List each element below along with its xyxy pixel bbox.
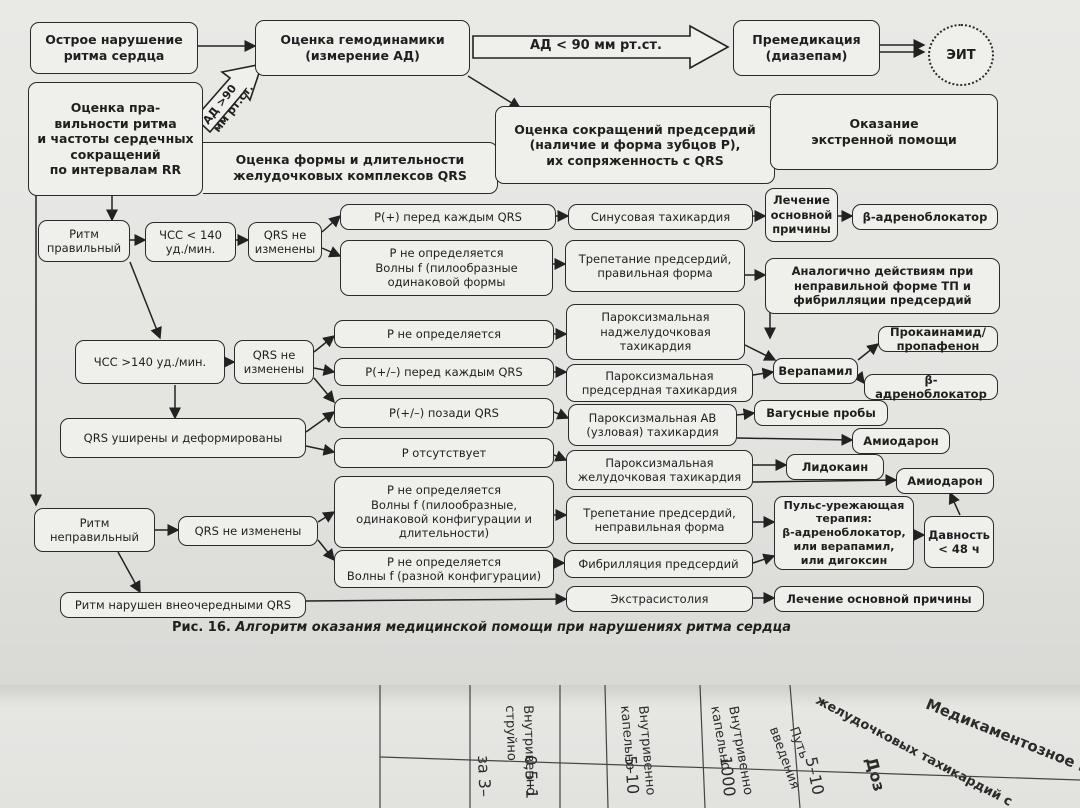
- node-treat-cause-1: Лечение основной причины: [765, 188, 838, 242]
- node-qrs-form: Оценка формы и длительности желудочковых…: [203, 142, 498, 194]
- node-sinus-tachycardia: Синусовая тахикардия: [568, 204, 753, 230]
- node-extrasystole: Экстрасистолия: [566, 586, 753, 612]
- node-af-waves: P не определяется Волны f (разной конфиг…: [334, 550, 554, 588]
- node-beta-blocker-1: β-адреноблокатор: [852, 204, 998, 230]
- node-acute-arrhythmia: Острое нарушение ритма сердца: [30, 22, 198, 74]
- node-p-plus-before-qrs: P(+) перед каждым QRS: [340, 204, 556, 230]
- node-p-undetermined-1: P не определяется: [334, 320, 554, 348]
- node-eit: ЭИТ: [928, 24, 994, 86]
- node-psvt: Пароксизмальная наджелудочковая тахикард…: [566, 304, 745, 360]
- node-procainamide: Прокаинамид/пропафенон: [878, 325, 998, 353]
- node-qrs-unchanged-3: QRS не изменены: [178, 516, 318, 546]
- diagram-page: Острое нарушение ритма сердца Оценка гем…: [0, 0, 1080, 685]
- node-p-pm-after-qrs: P(+/–) позади QRS: [334, 398, 554, 428]
- node-atrial-fibrillation: Фибрилляция предсердий: [564, 550, 753, 578]
- next-page-table: Медикаментозное купирова желудочковых та…: [0, 685, 1080, 808]
- node-vagal-maneuvers: Вагусные пробы: [754, 400, 888, 426]
- node-hemodynamics: Оценка гемодинамики (измерение АД): [255, 20, 470, 76]
- node-amiodarone-1: Амиодарон: [852, 428, 950, 454]
- node-regular-rhythm: Ритм правильный: [38, 220, 130, 262]
- node-lidocaine: Лидокаин: [786, 454, 884, 480]
- node-flutter-waves-irregular: P не определяется Волны f (пилообразные,…: [334, 476, 554, 548]
- node-duration-48h: Давность < 48 ч: [924, 516, 994, 568]
- figure-caption: Рис. 16. Алгоритм оказания медицинской п…: [172, 620, 791, 635]
- node-p-pm-before-qrs: P(+/–) перед каждым QRS: [334, 358, 554, 386]
- node-av-nodal-tachycardia: Пароксизмальная АВ (узловая) тахикардия: [568, 404, 737, 446]
- node-hr-below-140: ЧСС < 140 уд./мин.: [145, 222, 236, 262]
- next-page-table-lines: [379, 685, 1080, 808]
- node-amiodarone-2: Амиодарон: [896, 468, 994, 494]
- caption-text: Алгоритм оказания медицинской помощи при…: [235, 620, 791, 635]
- caption-label: Рис. 16.: [172, 620, 231, 635]
- node-irregular-rhythm: Ритм неправильный: [34, 508, 155, 552]
- label-bp-low: АД < 90 мм рт.ст.: [530, 38, 662, 53]
- node-premedication: Премедикация (диазепам): [733, 20, 880, 76]
- node-treat-cause-2: Лечение основной причины: [774, 586, 984, 612]
- node-verapamil: Верапамил: [773, 358, 858, 384]
- node-vt: Пароксизмальная желудочковая тахикардия: [566, 450, 753, 490]
- node-extra-qrs: Ритм нарушен внеочередными QRS: [60, 592, 306, 618]
- connector-arrows: [30, 24, 961, 606]
- node-hr-above-140: ЧСС >140 уд./мин.: [75, 340, 225, 384]
- node-qrs-unchanged-1: QRS не изменены: [248, 222, 322, 262]
- node-rhythm-assessment: Оценка пра- вильности ритма и частоты се…: [28, 82, 203, 196]
- node-qrs-wide: QRS уширены и деформированы: [60, 418, 306, 458]
- node-same-as-af: Аналогично действиям при неправильной фо…: [765, 258, 1000, 314]
- node-beta-blocker-2: β-адреноблокатор: [864, 373, 998, 401]
- node-qrs-unchanged-2: QRS не изменены: [234, 340, 314, 384]
- node-atrial-assessment: Оценка сокращений предсердий (наличие и …: [495, 106, 775, 184]
- node-emergency-help: Оказание экстренной помощи: [770, 94, 998, 170]
- node-rate-control: Пульс-урежающая терапия: β-адреноблокато…: [774, 496, 914, 570]
- node-flutter-waves-same: P не определяется Волны f (пилообразные …: [340, 240, 553, 296]
- node-atrial-tachycardia: Пароксизмальная предсердная тахикардия: [566, 364, 753, 402]
- node-flutter-irregular: Трепетание предсердий, неправильная форм…: [566, 496, 753, 544]
- node-p-absent: P отсутствует: [334, 438, 554, 468]
- node-flutter-regular: Трепетание предсердий, правильная форма: [565, 240, 745, 292]
